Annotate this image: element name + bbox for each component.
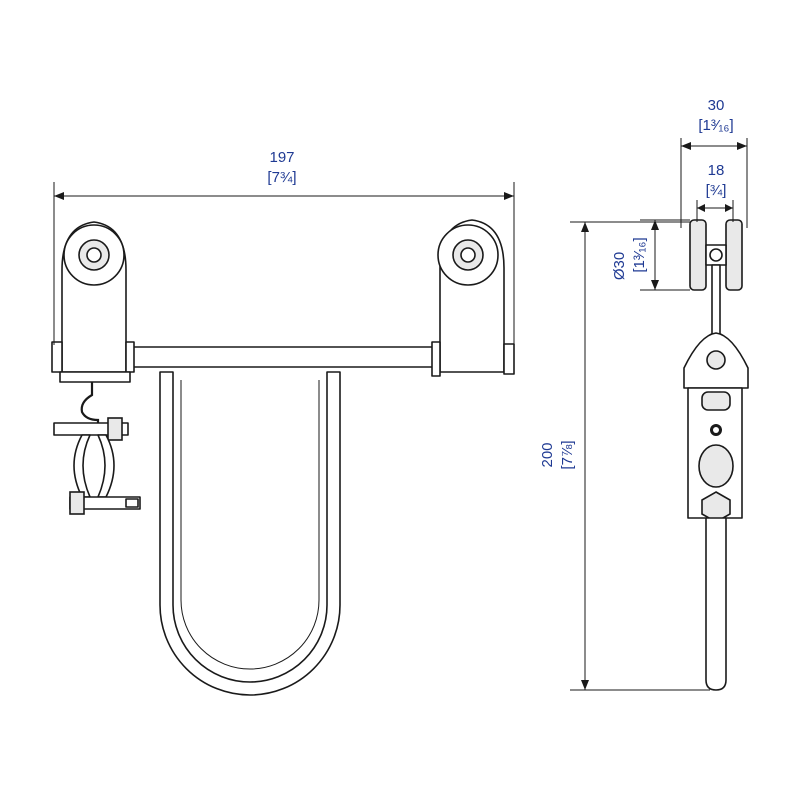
side-wheel-left — [689, 219, 707, 291]
u-bail-inner-line — [180, 380, 320, 670]
side-view — [683, 219, 749, 691]
clip-wire — [80, 382, 100, 428]
height-value: 200 — [539, 442, 556, 467]
left-arm-bolt-head — [125, 341, 135, 373]
side-stem — [705, 517, 727, 691]
front-view — [51, 219, 515, 696]
diameter-fraction: [1³⁄₁₆] — [631, 237, 648, 272]
right-wheel-axle — [460, 247, 476, 263]
left-arm-bolt — [51, 341, 63, 373]
side-slot-top — [701, 391, 731, 411]
bottom-bracket — [59, 371, 131, 383]
left-wheel-axle — [86, 247, 102, 263]
clamp-bracket — [53, 417, 141, 515]
width-fraction: [7¾] — [267, 169, 296, 186]
width-value: 197 — [269, 149, 294, 166]
side-head-hole — [706, 350, 726, 370]
axle-rod — [121, 346, 443, 368]
depth-value: 30 — [708, 97, 725, 114]
depth-fraction: [1³⁄₁₆] — [698, 117, 733, 134]
dimension-labels: 197 [7¾] 30 [1³⁄₁₆] 18 [¾] 200 [7⅞] Ø30 … — [267, 97, 733, 470]
side-hanger-link — [711, 264, 721, 336]
side-axle-nut — [709, 248, 723, 262]
gap-fraction: [¾] — [706, 182, 727, 199]
side-small-hole-inner — [713, 427, 719, 433]
height-fraction: [7⅞] — [559, 440, 576, 469]
right-arm-spacer — [431, 341, 441, 377]
diameter-value: Ø30 — [611, 252, 628, 280]
dimension-lines — [53, 138, 748, 691]
u-bail — [159, 371, 341, 696]
side-oval-slot — [698, 444, 734, 488]
side-wheel-right — [725, 219, 743, 291]
right-arm-bolt — [503, 343, 515, 375]
gap-value: 18 — [708, 162, 725, 179]
